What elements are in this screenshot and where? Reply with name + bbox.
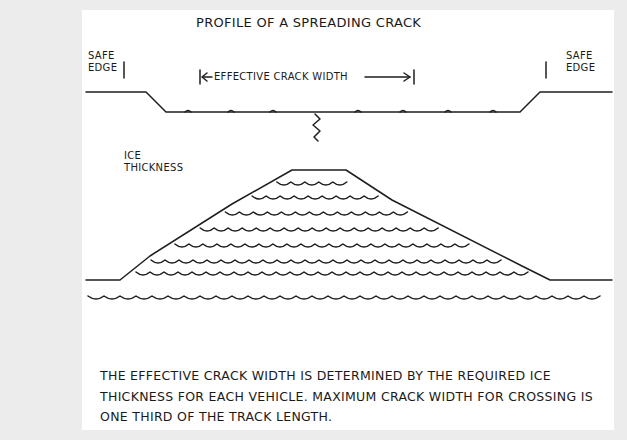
ice-thickness-profile [86, 170, 612, 280]
water-waves [88, 182, 600, 299]
ice-layer [252, 196, 378, 199]
ice-layer [136, 272, 528, 275]
diagram-title: PROFILE OF A SPREADING CRACK [196, 16, 421, 31]
surface-bump [400, 111, 406, 113]
ice-layer [225, 212, 407, 215]
annotation-label: ICE THICKNESS [124, 150, 184, 173]
surface-bumps [185, 111, 496, 113]
surface-bump [270, 111, 276, 113]
annotation-label: SAFE EDGE [566, 50, 600, 73]
safe-edge-marker [123, 62, 125, 78]
annotation-label: EFFECTIVE CRACK WIDTH [214, 71, 348, 83]
ice-layer [277, 182, 347, 185]
width-marker [199, 70, 201, 84]
annotation-label: SAFE EDGE [88, 50, 122, 73]
white-panel [82, 10, 614, 430]
diagram-caption: THE EFFECTIVE CRACK WIDTH IS DETERMINED … [100, 366, 600, 428]
ice-surface [86, 92, 612, 112]
water-wave [88, 296, 600, 299]
ice-layer [151, 260, 501, 263]
crack-line [313, 114, 320, 141]
safe-edge-marker [545, 62, 547, 78]
ice-layer [200, 228, 438, 231]
surface-bump [185, 111, 191, 113]
surface-bump [490, 111, 496, 113]
width-marker [413, 70, 415, 84]
width-arrowhead [202, 73, 207, 81]
ice-layer [175, 244, 469, 247]
width-arrow [365, 76, 410, 78]
surface-bump [355, 111, 361, 113]
width-arrowhead [404, 73, 410, 81]
width-arrow [203, 76, 212, 78]
surface-bump [445, 111, 451, 113]
surface-bump [228, 111, 234, 113]
